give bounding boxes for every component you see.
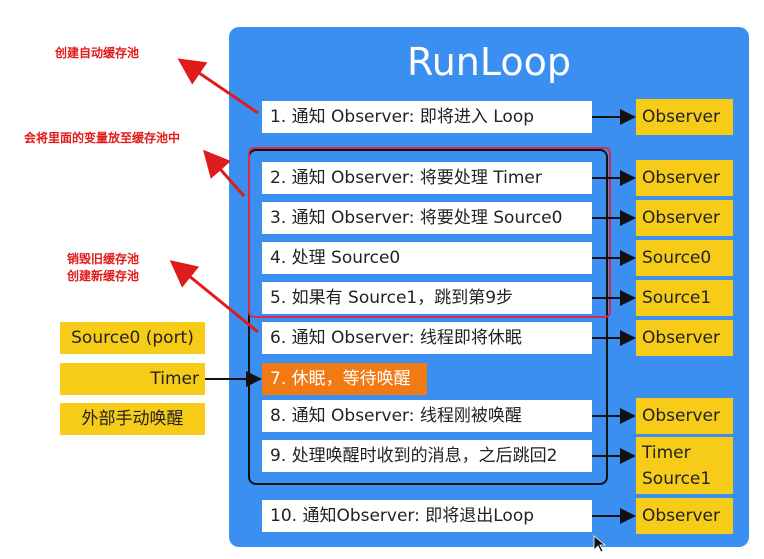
step-9: 9. 处理唤醒时收到的消息，之后跳回2: [262, 440, 592, 472]
source0-box: Source0: [636, 240, 733, 276]
annotation-pool-cycle: 销毁旧缓存池 创建新缓存池: [67, 250, 139, 284]
step-10: 10. 通知Observer: 即将退出Loop: [262, 500, 592, 532]
source1-label: Source1: [642, 469, 712, 489]
wake-source-timer: Timer: [60, 363, 205, 395]
diagram-title: RunLoop: [407, 40, 571, 84]
observer-box-2: Observer: [636, 160, 733, 196]
annotation-destroy-old: 销毁旧缓存池: [67, 252, 140, 266]
step-6: 6. 通知 Observer: 线程即将休眠: [262, 322, 592, 354]
step-to-observer-arrows: [205, 109, 636, 524]
step-1: 1. 通知 Observer: 即将进入 Loop: [262, 101, 592, 133]
wake-source-manual: 外部手动唤醒: [60, 403, 205, 435]
mouse-cursor-icon: [593, 535, 607, 553]
observer-box-8: Observer: [636, 398, 733, 434]
source1-box: Source1: [636, 280, 733, 316]
observer-box-3: Observer: [636, 200, 733, 236]
step-4: 4. 处理 Source0: [262, 242, 592, 274]
step-5: 5. 如果有 Source1，跳到第9步: [262, 282, 592, 314]
annotation-arrows: [169, 58, 259, 334]
step-3: 3. 通知 Observer: 将要处理 Source0: [262, 202, 592, 234]
timer-label: Timer: [642, 443, 691, 463]
timer-source1-box: Timer Source1: [636, 437, 733, 494]
observer-box-10: Observer: [636, 498, 733, 534]
step-2: 2. 通知 Observer: 将要处理 Timer: [262, 162, 592, 194]
annotation-create-pool: 创建自动缓存池: [55, 46, 140, 60]
observer-box-6: Observer: [636, 320, 733, 356]
wake-source-port: Source0 (port): [60, 322, 205, 354]
observer-box-1: Observer: [636, 99, 733, 135]
step-7: 7. 休眠，等待唤醒: [262, 363, 427, 395]
step-8: 8. 通知 Observer: 线程刚被唤醒: [262, 400, 592, 432]
annotation-add-to-pool: 会将里面的变量放至缓存池中: [24, 131, 181, 145]
annotation-create-new: 创建新缓存池: [67, 269, 140, 283]
autorelease-highlight-frame: [248, 147, 611, 318]
